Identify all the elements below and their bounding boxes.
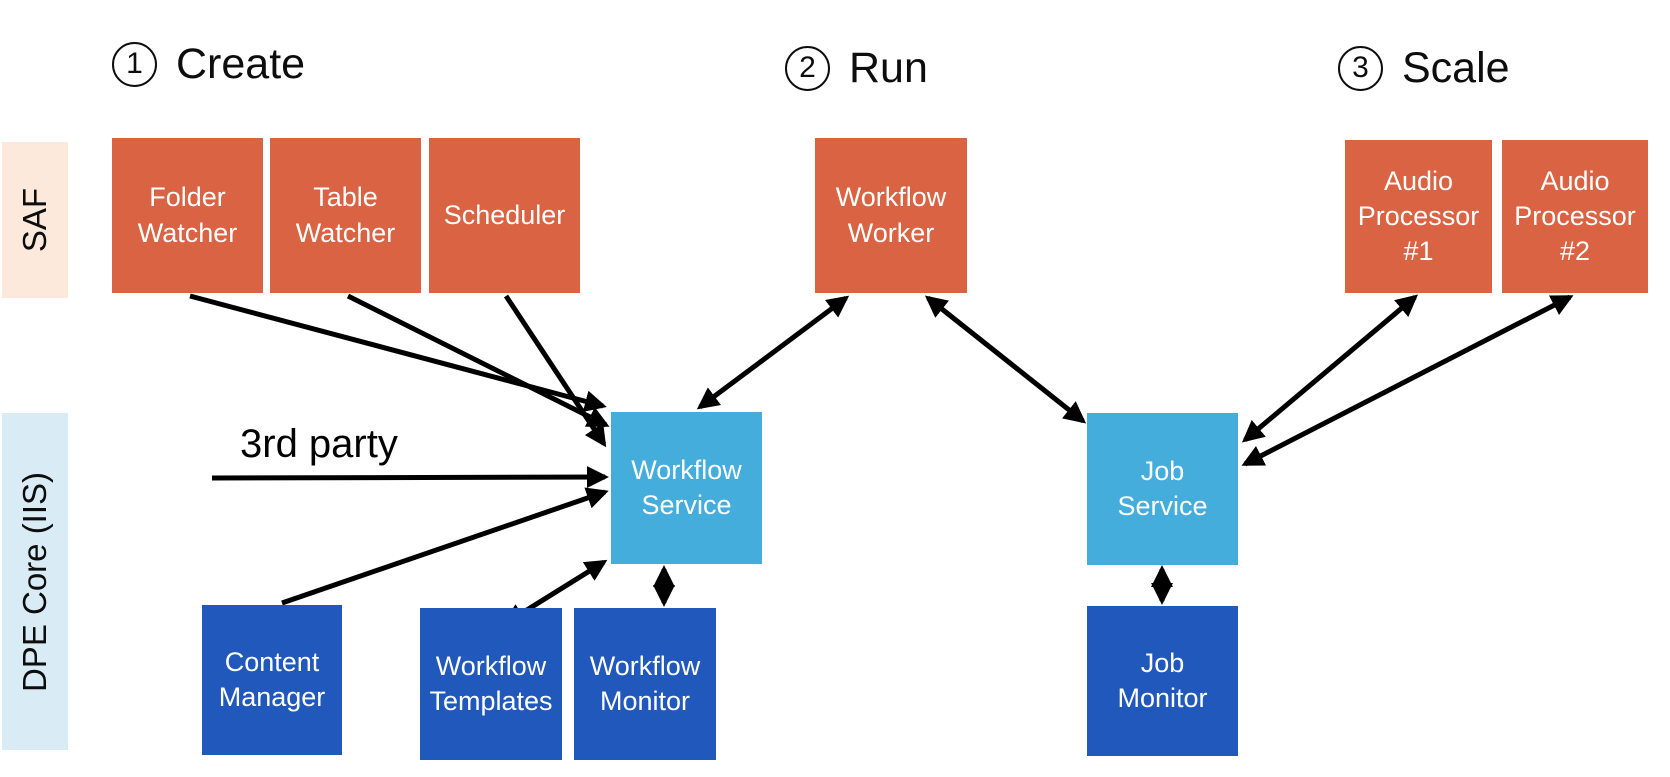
node-table-watcher-label: Table Watcher: [295, 182, 396, 248]
node-workflow-monitor-label: Workflow Monitor: [589, 650, 701, 716]
node-folder-watcher-label: Folder Watcher: [137, 182, 238, 248]
phase-header-run: 2 Run: [785, 42, 928, 94]
connection-folder-watcher-to-workflow-service: [189, 293, 607, 412]
connection-workflow-service-workflow-worker: [696, 295, 850, 410]
connection-third-party-to-workflow-service: [211, 466, 609, 489]
connection-scheduler-to-workflow-service: [503, 294, 607, 448]
node-content-manager: Content Manager: [202, 605, 342, 755]
node-content-manager-label: Content Manager: [218, 646, 326, 712]
phase-header-scale: 3 Scale: [1338, 42, 1510, 94]
circled-number-2-icon: 2: [785, 45, 830, 91]
node-audio-processor-2: Audio Processor #2: [1502, 140, 1648, 293]
phase-label-scale: Scale: [1402, 43, 1510, 92]
node-workflow-worker: Workflow Worker: [815, 138, 967, 293]
phase-label-run: Run: [849, 43, 928, 92]
node-audio-processor-2-label: Audio Processor #2: [1514, 165, 1636, 267]
band-saf-label: SAF: [16, 187, 53, 253]
node-audio-processor-1: Audio Processor #1: [1345, 140, 1492, 293]
connection-job-service-audio-processor-2: [1241, 294, 1574, 467]
third-party-label: 3rd party: [240, 422, 398, 466]
node-workflow-worker-label: Workflow Worker: [835, 182, 947, 248]
band-dpe-core-iis: DPE Core (IIS): [2, 413, 68, 750]
connection-table-watcher-to-workflow-service: [346, 293, 610, 428]
node-job-service: Job Service: [1087, 413, 1238, 565]
node-workflow-templates-label: Workflow Templates: [429, 650, 553, 716]
circled-number-1-icon: 1: [112, 41, 157, 87]
band-dpe-core-iis-label: DPE Core (IIS): [16, 471, 54, 692]
band-saf: SAF: [2, 142, 68, 298]
circled-number-3-icon: 3: [1338, 45, 1383, 91]
node-workflow-service: Workflow Service: [611, 412, 762, 564]
node-workflow-templates: Workflow Templates: [420, 608, 562, 760]
node-workflow-monitor: Workflow Monitor: [574, 608, 716, 760]
node-job-monitor-label: Job Monitor: [1117, 647, 1208, 713]
node-job-monitor: Job Monitor: [1087, 606, 1238, 756]
connection-job-service-audio-processor-1: [1241, 294, 1419, 443]
connection-workflow-worker-job-service: [924, 295, 1087, 424]
phase-label-create: Create: [176, 39, 306, 88]
node-job-service-label: Job Service: [1117, 455, 1208, 521]
node-scheduler-label: Scheduler: [443, 199, 566, 230]
phase-header-create: 1 Create: [112, 38, 305, 90]
node-scheduler: Scheduler: [429, 138, 580, 293]
node-audio-processor-1-label: Audio Processor #1: [1357, 165, 1480, 267]
node-workflow-service-label: Workflow Service: [631, 454, 742, 520]
node-table-watcher: Table Watcher: [270, 138, 421, 293]
connection-content-manager-to-workflow-service: [281, 487, 609, 606]
node-folder-watcher: Folder Watcher: [112, 138, 263, 293]
